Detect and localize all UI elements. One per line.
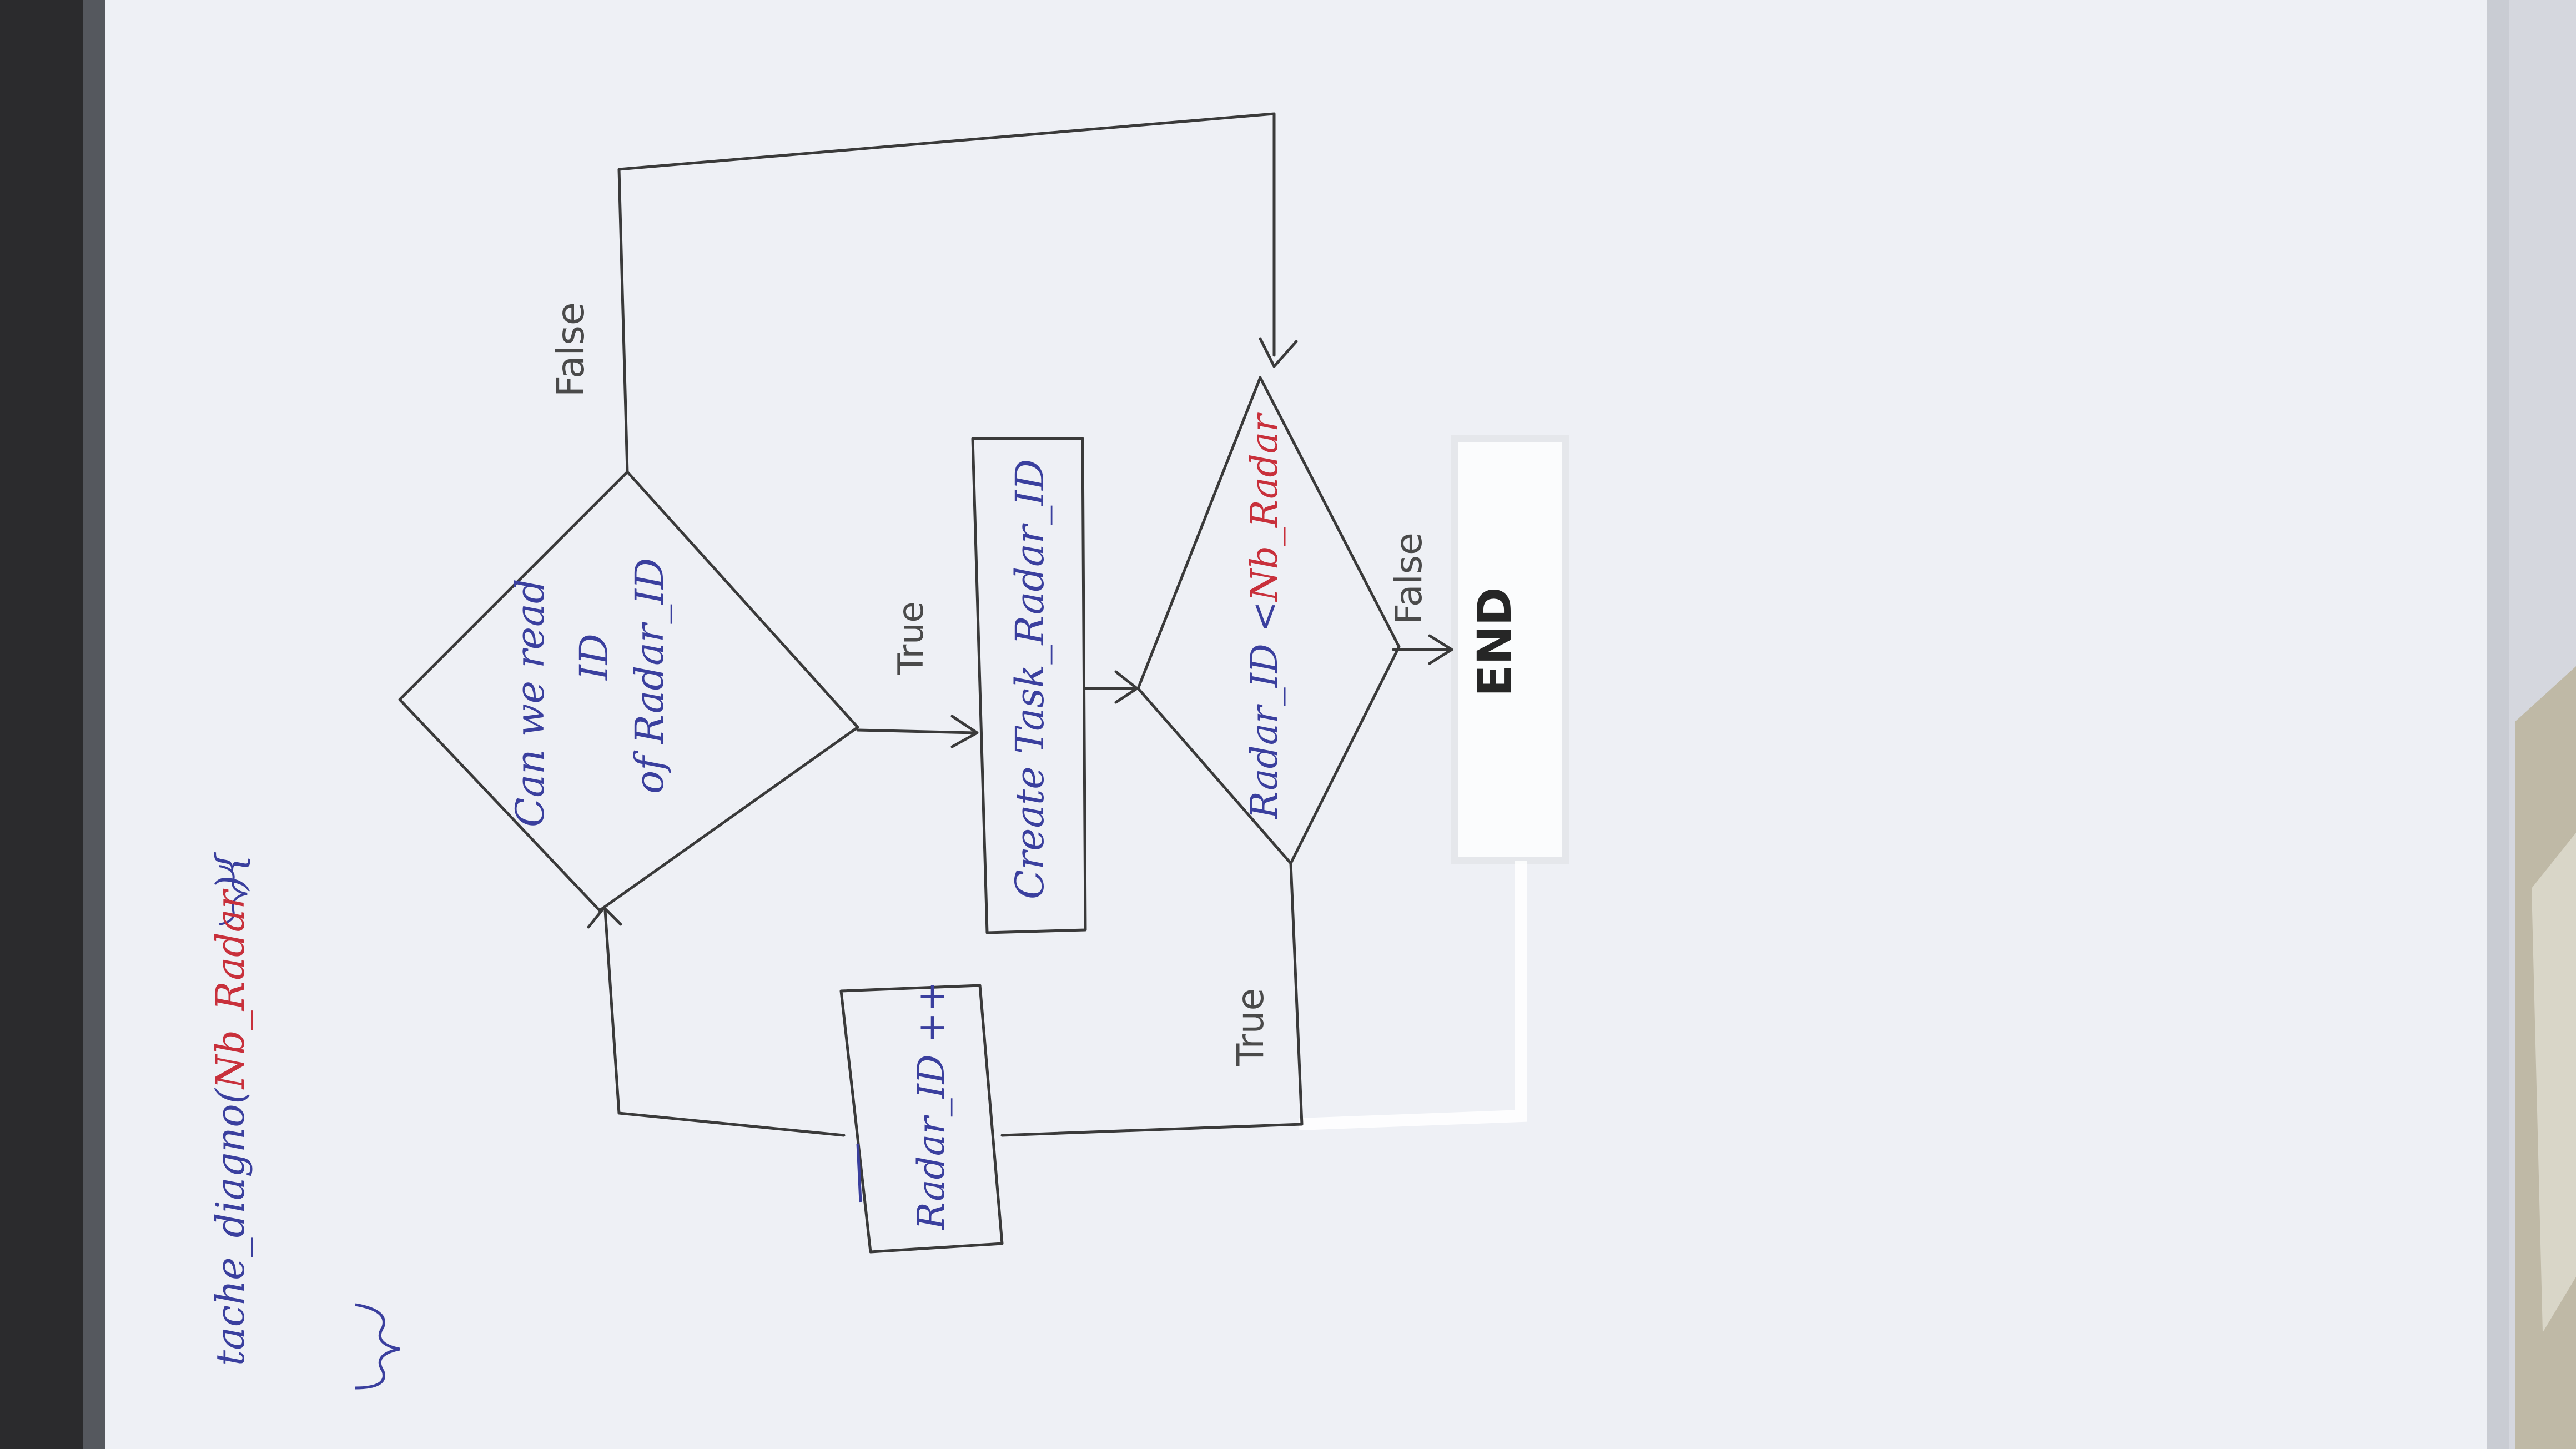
edge-label-compare-true-text: True bbox=[1229, 988, 1272, 1066]
decision-read-line2-text: ID bbox=[571, 633, 617, 680]
edge-increment-arrowhead bbox=[587, 906, 622, 929]
edge-label-read-true: True bbox=[890, 601, 931, 675]
closing-brace bbox=[355, 1303, 400, 1390]
process-increment-label: Radar_ID ++ bbox=[910, 981, 953, 1230]
increment-box-blue-edge bbox=[856, 1143, 862, 1203]
decision-read-shape bbox=[398, 470, 859, 912]
process-create-shape bbox=[971, 437, 1087, 934]
function-suffix: ){ bbox=[208, 851, 253, 891]
function-prefix: tache_diagno( bbox=[208, 1089, 253, 1366]
background-object-right-light bbox=[2532, 833, 2576, 1332]
decision-read-line1: Can we read bbox=[507, 578, 553, 827]
terminal-end-text: END bbox=[1467, 587, 1522, 697]
opening-brace bbox=[219, 865, 248, 925]
process-create-label: Create Task_Radar_ID bbox=[1007, 459, 1053, 899]
edge-label-read-true-text: True bbox=[890, 601, 931, 675]
decision-compare-param: Nb_Radar bbox=[1243, 414, 1286, 602]
erased-area bbox=[1451, 435, 1569, 864]
decision-compare-shape bbox=[1136, 376, 1401, 865]
erased-trail bbox=[1299, 861, 1527, 1130]
edge-label-read-false: False bbox=[549, 302, 593, 397]
decision-read-line3: of Radar_ID bbox=[627, 557, 672, 794]
process-increment-shape bbox=[839, 984, 1004, 1254]
decision-read-line3-text: of Radar_ID bbox=[627, 557, 672, 794]
edge-read-true-arrowhead bbox=[950, 715, 979, 748]
process-increment-text: Radar_ID ++ bbox=[910, 981, 953, 1230]
board-right-edge bbox=[2487, 0, 2509, 1449]
function-param: Nb_Radar bbox=[208, 890, 253, 1089]
board-frame-edge bbox=[83, 0, 105, 1449]
edge-read-false-arrowhead bbox=[1259, 337, 1298, 368]
edge-compare-true bbox=[1000, 862, 1304, 1137]
edge-label-compare-false: False bbox=[1387, 532, 1430, 625]
decision-read-line1-text: Can we read bbox=[507, 578, 553, 827]
decision-compare-text: Radar_ID < Nb_Radar bbox=[1243, 414, 1286, 819]
process-create-text: Create Task_Radar_ID bbox=[1007, 459, 1053, 899]
decision-compare-prefix: Radar_ID < bbox=[1243, 601, 1286, 819]
whiteboard-surface bbox=[105, 0, 2504, 1449]
edge-increment-to-read bbox=[603, 909, 846, 1137]
edge-label-read-false-text: False bbox=[549, 302, 593, 397]
terminal-end: END bbox=[1467, 587, 1522, 697]
edge-label-compare-false-text: False bbox=[1387, 532, 1430, 625]
edge-label-compare-true: True bbox=[1229, 988, 1272, 1066]
function-signature: tache_diagno(Nb_Radar){ bbox=[208, 851, 253, 1366]
edge-compare-false-arrowhead bbox=[1428, 634, 1453, 665]
decision-read-line2: ID bbox=[571, 633, 617, 680]
edge-read-true bbox=[856, 728, 976, 734]
edge-read-false bbox=[617, 112, 1276, 474]
